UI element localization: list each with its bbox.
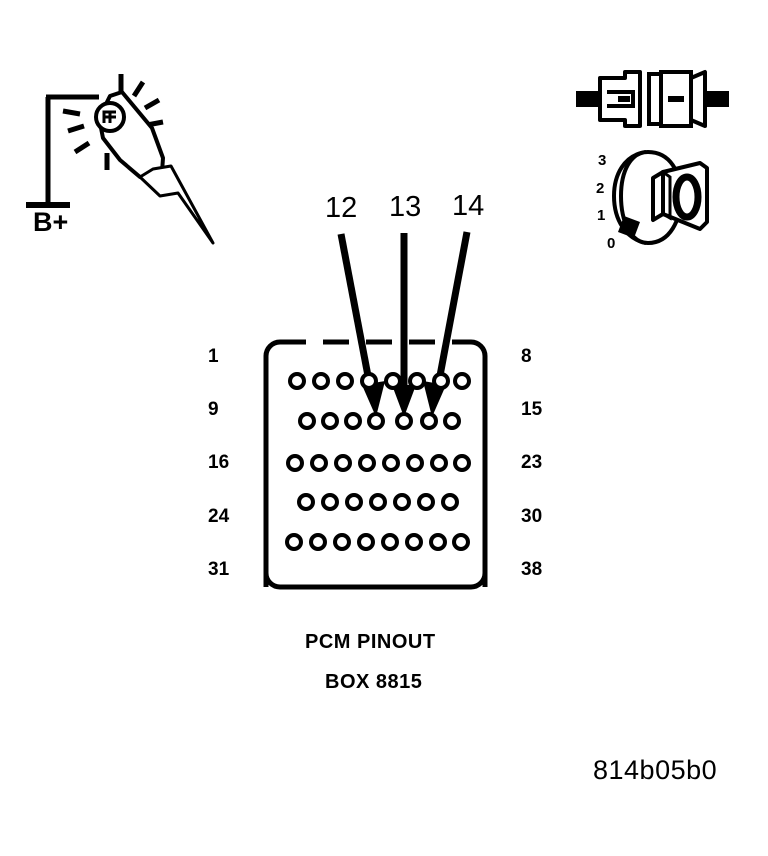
pin-30: [441, 493, 459, 511]
pin-18: [334, 454, 352, 472]
row-label-right-2: 15: [521, 399, 543, 420]
connector-left-wire: [576, 91, 600, 107]
connector-bottom-edge: [263, 572, 488, 590]
pin-19: [358, 454, 376, 472]
connector-female-slot: [668, 96, 684, 102]
pin-17: [310, 454, 328, 472]
pin-31: [285, 533, 303, 551]
key-detent-marker: [618, 216, 640, 238]
key-position-label-1: 1: [597, 207, 606, 224]
connector-icon-group: [576, 70, 729, 128]
pin-32: [309, 533, 327, 551]
pin-12: [367, 412, 385, 430]
pin-11: [344, 412, 362, 430]
pin-24: [297, 493, 315, 511]
callout-arrow-12-head: [362, 381, 385, 417]
bplus-label: B+: [33, 207, 69, 237]
pin-row-5: [285, 533, 470, 551]
pin-4: [360, 372, 378, 390]
pin-34: [357, 533, 375, 551]
pin-25: [321, 493, 339, 511]
pin-20: [382, 454, 400, 472]
pin-35: [381, 533, 399, 551]
pin-row-1: [288, 372, 471, 390]
caption-line-1: PCM PINOUT: [305, 631, 436, 653]
pin-3: [336, 372, 354, 390]
pin-13: [395, 412, 413, 430]
caption-line-2: BOX 8815: [325, 671, 423, 693]
light-ray-group: [62, 74, 164, 170]
row-label-right-4: 30: [521, 506, 543, 527]
callout-label-14: 14: [452, 190, 485, 222]
pin-row-3: [286, 454, 471, 472]
callout-arrow-14: [423, 231, 471, 417]
connector-blade-tab: [618, 96, 630, 102]
pin-38: [452, 533, 470, 551]
row-label-left-5: 31: [208, 559, 230, 580]
row-label-left-4: 24: [208, 506, 230, 527]
figure-id-label: 814b05b0: [593, 755, 718, 785]
filament-glyph-icon: [102, 110, 116, 123]
connector-female-end: [689, 70, 707, 128]
pcm-connector-body: [263, 339, 488, 590]
row-label-right-1: 8: [521, 346, 532, 367]
pin-2: [312, 372, 330, 390]
row-label-left-3: 16: [208, 452, 230, 473]
connector-male-blade: [607, 90, 635, 108]
key-position-zero-glyph: [672, 173, 702, 221]
callout-arrow-13-head: [392, 385, 416, 417]
pin-8: [453, 372, 471, 390]
pin-row-2: [298, 412, 461, 430]
connector-right-wire: [705, 91, 729, 107]
pin-5: [384, 372, 402, 390]
callout-label-12: 12: [325, 192, 358, 224]
pin-27: [369, 493, 387, 511]
probe-tip: [138, 164, 215, 245]
pin-37: [429, 533, 447, 551]
pin-28: [393, 493, 411, 511]
callout-arrow-12-shaft: [337, 233, 376, 398]
row-label-right-3: 23: [521, 452, 543, 473]
pin-10: [321, 412, 339, 430]
pin-36: [405, 533, 423, 551]
pin-6: [408, 372, 426, 390]
pin-row-4: [297, 493, 459, 511]
ignition-key-group: [611, 149, 709, 246]
row-label-left-2: 9: [208, 399, 219, 420]
key-position-label-3: 3: [598, 152, 607, 169]
pin-14: [420, 412, 438, 430]
key-position-label-0: 0: [607, 235, 616, 252]
pin-22: [430, 454, 448, 472]
key-head-inner-edge: [662, 170, 672, 221]
pin-7: [432, 372, 450, 390]
callout-label-13: 13: [389, 191, 422, 223]
pin-15: [443, 412, 461, 430]
pin-23: [453, 454, 471, 472]
row-label-right-5: 38: [521, 559, 543, 580]
callout-arrow-12: [337, 233, 385, 417]
pin-1: [288, 372, 306, 390]
callout-arrow-13: [392, 233, 416, 417]
row-label-left-1: 1: [208, 346, 219, 367]
pin-16: [286, 454, 304, 472]
test-light-assembly: [26, 74, 215, 245]
callout-arrow-14-shaft: [432, 231, 471, 398]
pin-21: [406, 454, 424, 472]
pin-33: [333, 533, 351, 551]
connector-right-edge: [470, 339, 488, 587]
pin-26: [345, 493, 363, 511]
connector-left-edge: [263, 339, 281, 587]
key-position-label-2: 2: [596, 180, 605, 197]
callout-arrow-14-head: [423, 381, 446, 417]
pin-9: [298, 412, 316, 430]
pin-29: [417, 493, 435, 511]
callout-arrow-group: [337, 231, 471, 417]
